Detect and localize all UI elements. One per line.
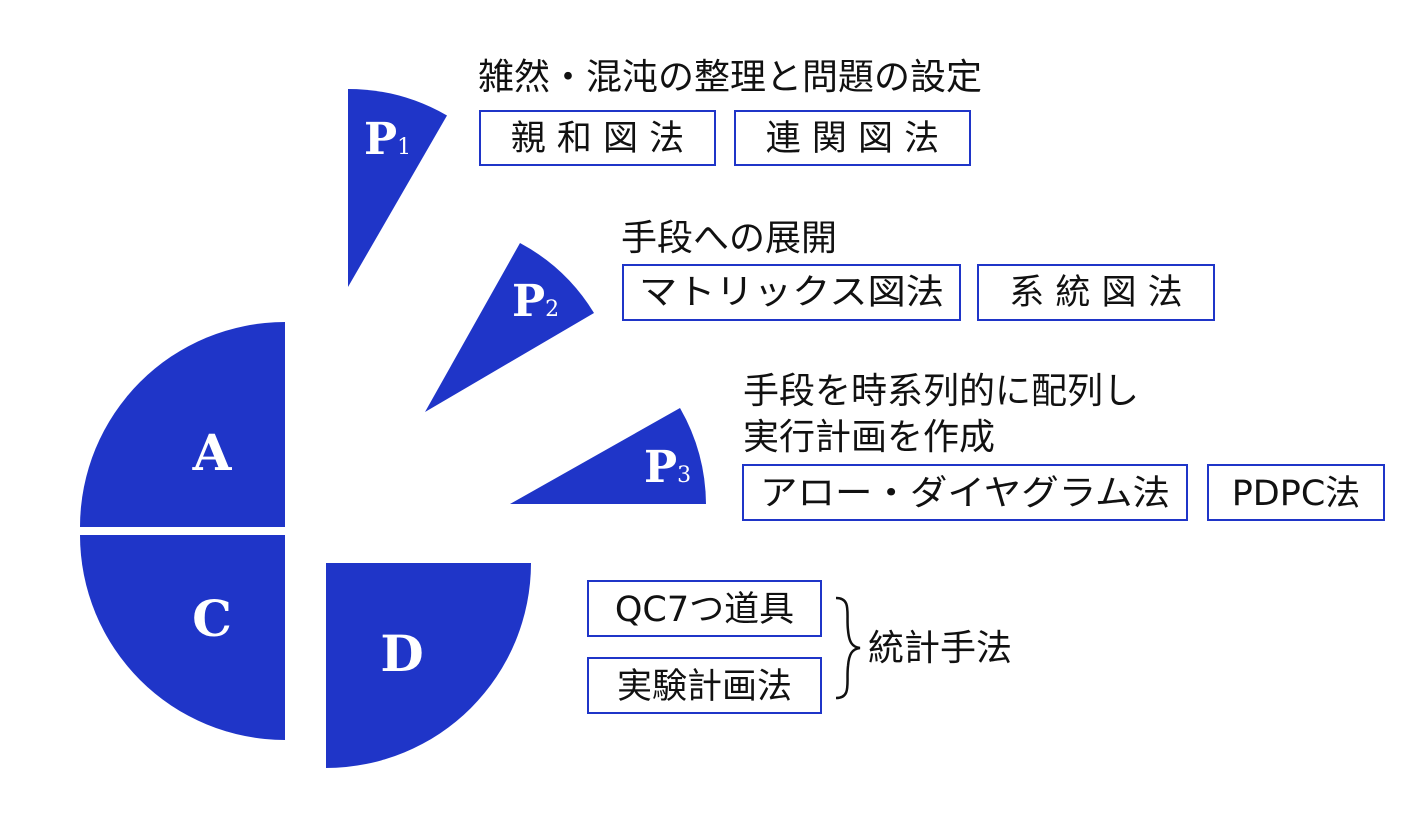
segment-p3-label-main: P <box>644 442 677 493</box>
p1-tool-label: 連 関 図 法 <box>766 119 939 159</box>
p3-tool-label: アロー・ダイヤグラム法 <box>760 474 1170 514</box>
segment-p3-label: P3 <box>644 442 691 493</box>
curly-brace-icon <box>835 596 861 700</box>
d-tool-box: QC7つ道具 <box>587 580 822 637</box>
d-tool-label: 実験計画法 <box>617 667 792 707</box>
p3-heading-line: 実行計画を作成 <box>743 417 995 458</box>
p2-tool-box: 系 統 図 法 <box>977 264 1215 321</box>
p2-tool-label: 系 統 図 法 <box>1009 273 1182 313</box>
segment-p2 <box>425 243 594 412</box>
d-tool-box: 実験計画法 <box>587 657 822 714</box>
p2-tool-box: マトリックス図法 <box>622 264 961 321</box>
segment-c-label: C <box>192 589 232 648</box>
segment-c <box>80 535 285 740</box>
p3-tool-box: PDPC法 <box>1207 464 1385 521</box>
p2-tool-label: マトリックス図法 <box>639 273 944 313</box>
p3-tool-label: PDPC法 <box>1232 474 1361 514</box>
segment-p3 <box>510 408 706 504</box>
segment-p2-label-sub: 2 <box>545 297 559 322</box>
p1-heading: 雑然・混沌の整理と問題の設定 <box>478 57 982 98</box>
segment-p2-label-main: P <box>512 276 545 327</box>
segment-p2-label: P2 <box>512 276 559 327</box>
segment-a-label: A <box>192 423 233 482</box>
segment-a <box>80 322 285 527</box>
d-tool-label: QC7つ道具 <box>615 590 794 630</box>
p1-tool-label: 親 和 図 法 <box>511 119 684 159</box>
p3-tool-box: アロー・ダイヤグラム法 <box>742 464 1188 521</box>
brace-label: 統計手法 <box>868 628 1012 669</box>
segment-p3-label-sub: 3 <box>677 463 691 488</box>
segment-p1-label: P1 <box>364 114 411 165</box>
segment-d <box>326 563 531 768</box>
p1-tool-box: 連 関 図 法 <box>734 110 971 166</box>
segment-d-label: D <box>380 624 423 683</box>
segment-p1 <box>348 88 447 287</box>
segment-p1-label-sub: 1 <box>397 135 411 160</box>
p3-heading-line: 手段を時系列的に配列し <box>743 371 1139 412</box>
p1-tool-box: 親 和 図 法 <box>479 110 716 166</box>
p2-heading: 手段への展開 <box>621 218 837 259</box>
segment-p1-label-main: P <box>364 114 397 165</box>
